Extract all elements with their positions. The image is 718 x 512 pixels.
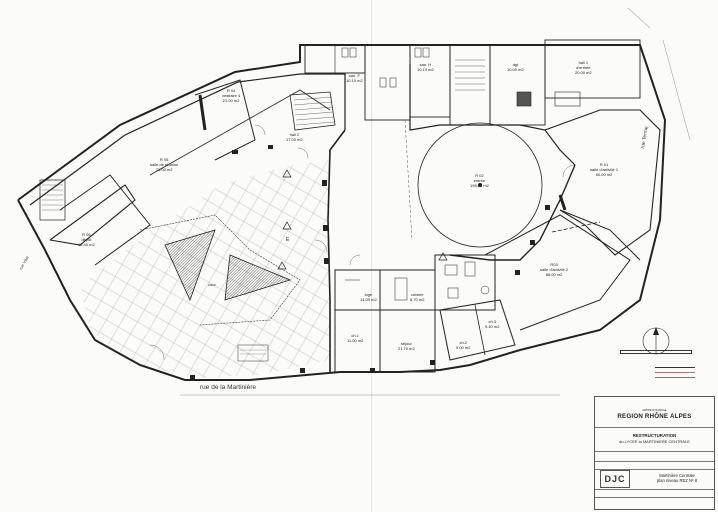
room-area: 17.00 m2 bbox=[286, 137, 303, 142]
legend-block bbox=[655, 365, 695, 380]
room-area: 10.10 m2 bbox=[346, 78, 363, 83]
room-area: 15.40 m2 bbox=[78, 242, 95, 247]
room-area: 21.70 m2 bbox=[398, 346, 415, 351]
room-name: san. F bbox=[348, 73, 360, 78]
client-name: REGION RHÔNE ALPES bbox=[617, 413, 692, 420]
courtyard-label: cour bbox=[208, 282, 216, 287]
sheet-title: Martinière Centrale bbox=[659, 473, 695, 478]
room-area: 21.00 m2 bbox=[222, 98, 240, 103]
room-name: ch.1 bbox=[351, 333, 359, 338]
entrance-circle bbox=[417, 122, 543, 248]
room-area: 14.00 m2 bbox=[360, 297, 377, 302]
room-name: R03 salle d'activité 2 bbox=[540, 262, 569, 272]
room-area: 88.00 m2 bbox=[545, 272, 563, 277]
amphitheater-seating bbox=[164, 229, 216, 302]
room-area: 8.70 m2 bbox=[410, 297, 425, 302]
sheet-subtitle: plan niveau REZ Nº 8 bbox=[656, 478, 698, 483]
room-area: 71.00 m2 bbox=[155, 167, 173, 172]
room-area: 10.10 m2 bbox=[417, 67, 434, 72]
title-block: MAÎTRE D'OUVRAGE REGION RHÔNE ALPES REST… bbox=[594, 396, 715, 510]
room-name: R 06 dépôt bbox=[81, 232, 92, 242]
room-name: ch.3 bbox=[488, 319, 496, 324]
courtyard-paving bbox=[80, 160, 330, 378]
scale-bar bbox=[620, 350, 692, 354]
room-area: 20.00 m2 bbox=[575, 70, 592, 75]
room-name: dgt bbox=[512, 62, 519, 67]
room-name: R 01 salle d'activité 1 bbox=[590, 162, 619, 172]
room-name: séjour bbox=[400, 341, 412, 346]
room-area: 11.00 m2 bbox=[347, 338, 364, 343]
room-name: R 05 salle de réunion bbox=[150, 157, 179, 167]
room-area: 10.00 m2 bbox=[507, 67, 524, 72]
room-area: 198.00 m2 bbox=[470, 183, 489, 188]
room-name: cuisine bbox=[411, 292, 424, 297]
room-area: 9.40 m2 bbox=[485, 324, 500, 329]
sheet-fold bbox=[371, 0, 372, 512]
room-area: 9.00 m2 bbox=[456, 345, 471, 350]
room-name: R 02 entrée bbox=[473, 173, 486, 183]
project-subtitle: du LYCEE la MARTINIERE CENTRALE bbox=[619, 439, 690, 444]
street-label-martiniere: rue de la Martinière bbox=[200, 384, 256, 391]
room-area: 60.00 m2 bbox=[595, 172, 613, 177]
room-name: hall 1 d'entrée bbox=[576, 60, 591, 70]
firm-logo: DJC bbox=[600, 470, 630, 488]
outer-wall bbox=[17, 44, 667, 381]
room-name: ch.2 bbox=[459, 340, 467, 345]
room-name: san. H bbox=[419, 62, 432, 67]
stamp-letter: E bbox=[286, 237, 290, 243]
room-name: loge bbox=[364, 292, 373, 297]
room-name: R 04 vestiaire 4 bbox=[222, 88, 241, 98]
room-name: hall 2 bbox=[289, 132, 300, 137]
client-role: MAÎTRE D'OUVRAGE bbox=[642, 409, 667, 412]
project-title: RESTRUCTURATION bbox=[632, 433, 677, 438]
